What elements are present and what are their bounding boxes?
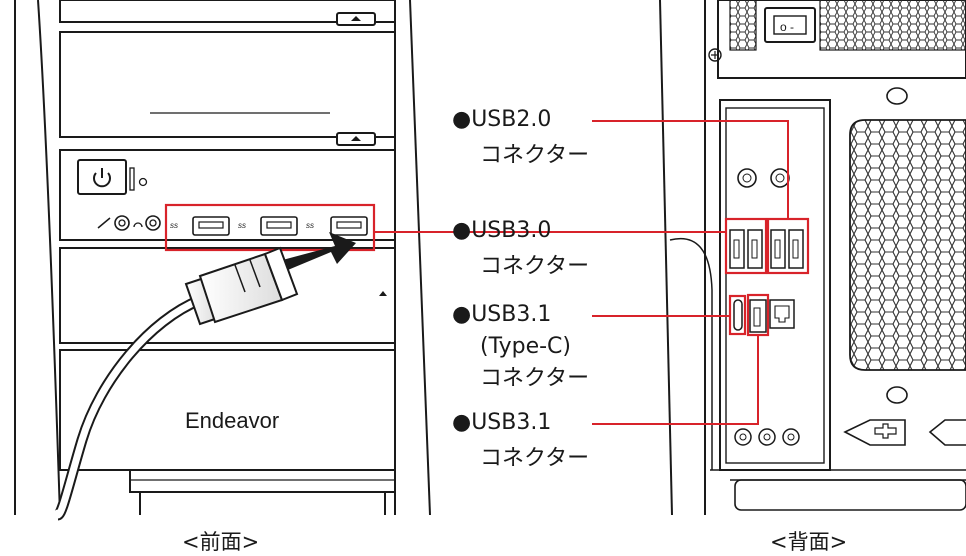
callout-usb20-title: USB2.0 — [471, 107, 552, 132]
svg-text:ss: ss — [238, 221, 246, 230]
svg-text:ss: ss — [306, 221, 314, 230]
front-panel: ss ss ss Endeavor — [14, 0, 431, 516]
front-caption: <前面> — [182, 530, 260, 554]
callout-usb31c: ●USB3.1 (Type-C) コネクター — [452, 302, 590, 391]
usb-cable — [52, 246, 299, 521]
callout-usb30: ●USB3.0 コネクター — [452, 218, 590, 279]
callout-usb31c-sub: コネクター — [480, 366, 590, 391]
ground-screw-icon — [708, 48, 722, 62]
callout-usb31c-title: USB3.1 — [471, 302, 552, 327]
brand-text: Endeavor — [185, 408, 279, 433]
rear-caption: <背面> — [770, 530, 848, 554]
svg-text:o -: o - — [780, 20, 794, 34]
rear-panel: o - — [659, 0, 966, 516]
callout-usb31: ●USB3.1 コネクター — [452, 410, 590, 471]
svg-text:ss: ss — [170, 221, 178, 230]
headphone-icon — [133, 222, 143, 228]
eject-icon — [379, 291, 387, 296]
callout-usb30-sub: コネクター — [480, 254, 590, 279]
callout-usb20: ●USB2.0 コネクター — [452, 107, 590, 168]
front-usb-highlight — [164, 203, 376, 252]
insert-arrow — [275, 232, 356, 272]
rear-usb-ports — [729, 229, 804, 269]
callout-usb31-sub: コネクター — [480, 446, 590, 471]
callout-lines — [374, 120, 789, 425]
callout-usb31c-type: (Type-C) — [480, 334, 571, 359]
callout-usb31-title: USB3.1 — [471, 410, 552, 435]
power-icon — [93, 168, 111, 188]
callout-usb30-title: USB3.0 — [471, 218, 552, 243]
front-usb-port: ss ss ss — [170, 216, 368, 236]
microphone-icon — [97, 217, 111, 229]
callout-usb20-sub: コネクター — [480, 143, 590, 168]
rear-highlights — [724, 217, 810, 337]
